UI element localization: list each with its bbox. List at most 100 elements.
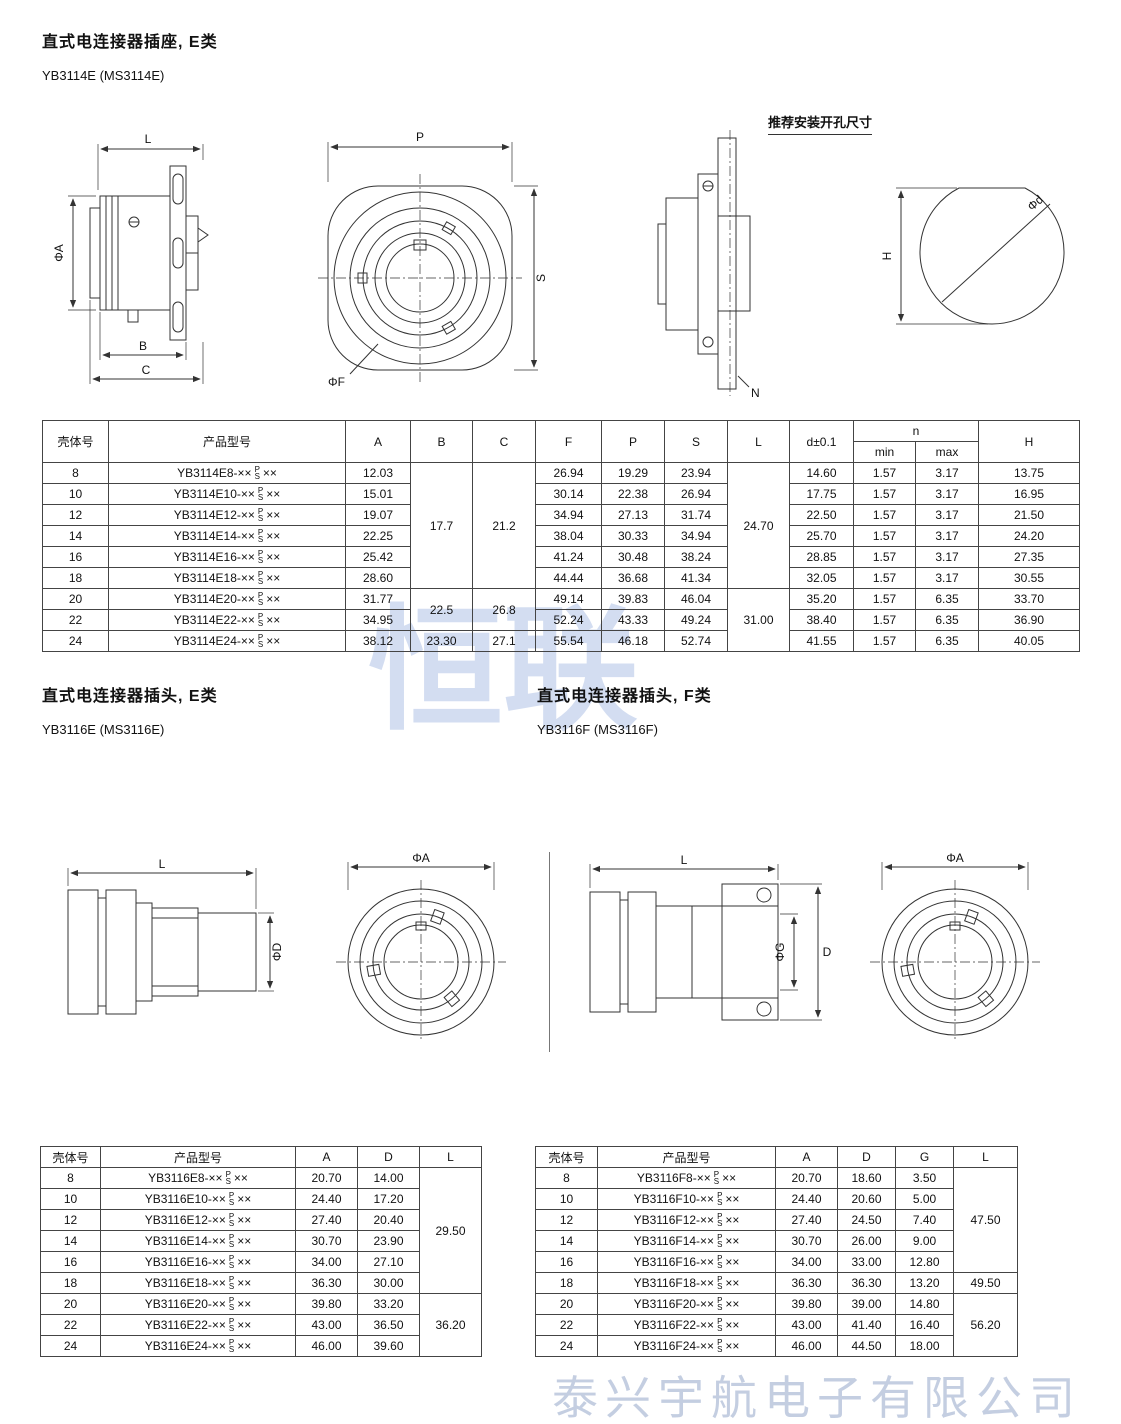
socket-side-view-drawing: L ΦA B C <box>52 132 209 384</box>
column-header: G <box>895 1146 954 1168</box>
table-cell: 33.20 <box>357 1293 420 1315</box>
dim-label-l: L <box>159 857 166 871</box>
table-cell: 3.17 <box>915 483 979 505</box>
table-cell: 36.90 <box>978 609 1080 631</box>
table-cell: 1.57 <box>853 483 916 505</box>
column-header: max <box>915 441 979 463</box>
table-cell: 33.70 <box>978 588 1080 610</box>
table-cell: 24.50 <box>837 1209 896 1231</box>
table-cell: 10 <box>535 1188 598 1210</box>
table-cell: 20 <box>40 1293 101 1315</box>
table-cell: 19.07 <box>345 504 411 526</box>
section3-subtitle: YB3116F (MS3116F) <box>537 722 658 737</box>
table-cell: 38.04 <box>535 525 602 547</box>
table-cell: 38.40 <box>789 609 854 631</box>
table-cell: 12 <box>40 1209 101 1231</box>
table-cell: 46.00 <box>775 1335 838 1357</box>
table-cell: 23.94 <box>664 462 728 484</box>
column-header: D <box>837 1146 896 1168</box>
table-cell: 39.80 <box>775 1293 838 1315</box>
plug-e-front-view-drawing: ΦA <box>336 851 506 1040</box>
table-cell: 43.00 <box>295 1314 358 1336</box>
table-cell: 32.05 <box>789 567 854 589</box>
table-cell: 31.00 <box>727 588 790 652</box>
table-cell: 25.42 <box>345 546 411 568</box>
table-cell: 24.70 <box>727 462 790 589</box>
table-cell: 26.00 <box>837 1230 896 1252</box>
column-header: 产品型号 <box>100 1146 296 1168</box>
table-cell: 30.70 <box>295 1230 358 1252</box>
table-cell: 13.75 <box>978 462 1080 484</box>
table-cell: 23.30 <box>410 630 473 652</box>
table-cell: 1.57 <box>853 567 916 589</box>
column-header: L <box>727 420 790 463</box>
table-cell: 24 <box>535 1335 598 1357</box>
table-cell: 31.74 <box>664 504 728 526</box>
table-cell: 10 <box>40 1188 101 1210</box>
table-cell: 27.1 <box>472 630 536 652</box>
column-header: 壳体号 <box>42 420 109 463</box>
column-header: B <box>410 420 473 463</box>
watermark-bottom: 泰兴宇航电子有限公司 <box>552 1372 1082 1424</box>
table-cell: 22 <box>42 609 109 631</box>
table-cell: 27.13 <box>601 504 665 526</box>
table-cell: 30.00 <box>357 1272 420 1294</box>
table-cell: 18 <box>42 567 109 589</box>
table-cell: 34.94 <box>535 504 602 526</box>
table-cell: 23.90 <box>357 1230 420 1252</box>
table-cell: 34.95 <box>345 609 411 631</box>
table-cell: 20 <box>42 588 109 610</box>
section1-subtitle: YB3114E (MS3114E) <box>42 68 165 83</box>
table-cell: 20.70 <box>775 1167 838 1189</box>
column-header: L <box>419 1146 482 1168</box>
column-header: D <box>357 1146 420 1168</box>
table-cell: 29.50 <box>419 1167 482 1294</box>
table-cell: 34.00 <box>775 1251 838 1273</box>
table-cell: 1.57 <box>853 462 916 484</box>
table-cell: 24 <box>40 1335 101 1357</box>
table-cell: 22.38 <box>601 483 665 505</box>
mount-hole-note: 推荐安装开孔尺寸 <box>768 112 873 135</box>
table-cell: 26.94 <box>664 483 728 505</box>
table-cell: 41.34 <box>664 567 728 589</box>
table-cell: 22.25 <box>345 525 411 547</box>
table-cell: 3.17 <box>915 567 979 589</box>
table-cell: 30.70 <box>775 1230 838 1252</box>
table-cell: 16 <box>40 1251 101 1273</box>
table-cell: 1.57 <box>853 630 916 652</box>
table-cell: 18 <box>40 1272 101 1294</box>
table-cell: 1.57 <box>853 588 916 610</box>
table-cell: 49.50 <box>953 1272 1018 1294</box>
table-cell: 26.94 <box>535 462 602 484</box>
table-cell: 3.17 <box>915 525 979 547</box>
table-cell: 20.40 <box>357 1209 420 1231</box>
table-cell: 1.57 <box>853 546 916 568</box>
column-header: n <box>853 420 979 442</box>
table-cell: 39.60 <box>357 1335 420 1357</box>
dim-label-n: N <box>751 386 760 400</box>
table-cell: 16 <box>42 546 109 568</box>
section3-title: 直式电连接器插头, F类 <box>537 688 712 705</box>
